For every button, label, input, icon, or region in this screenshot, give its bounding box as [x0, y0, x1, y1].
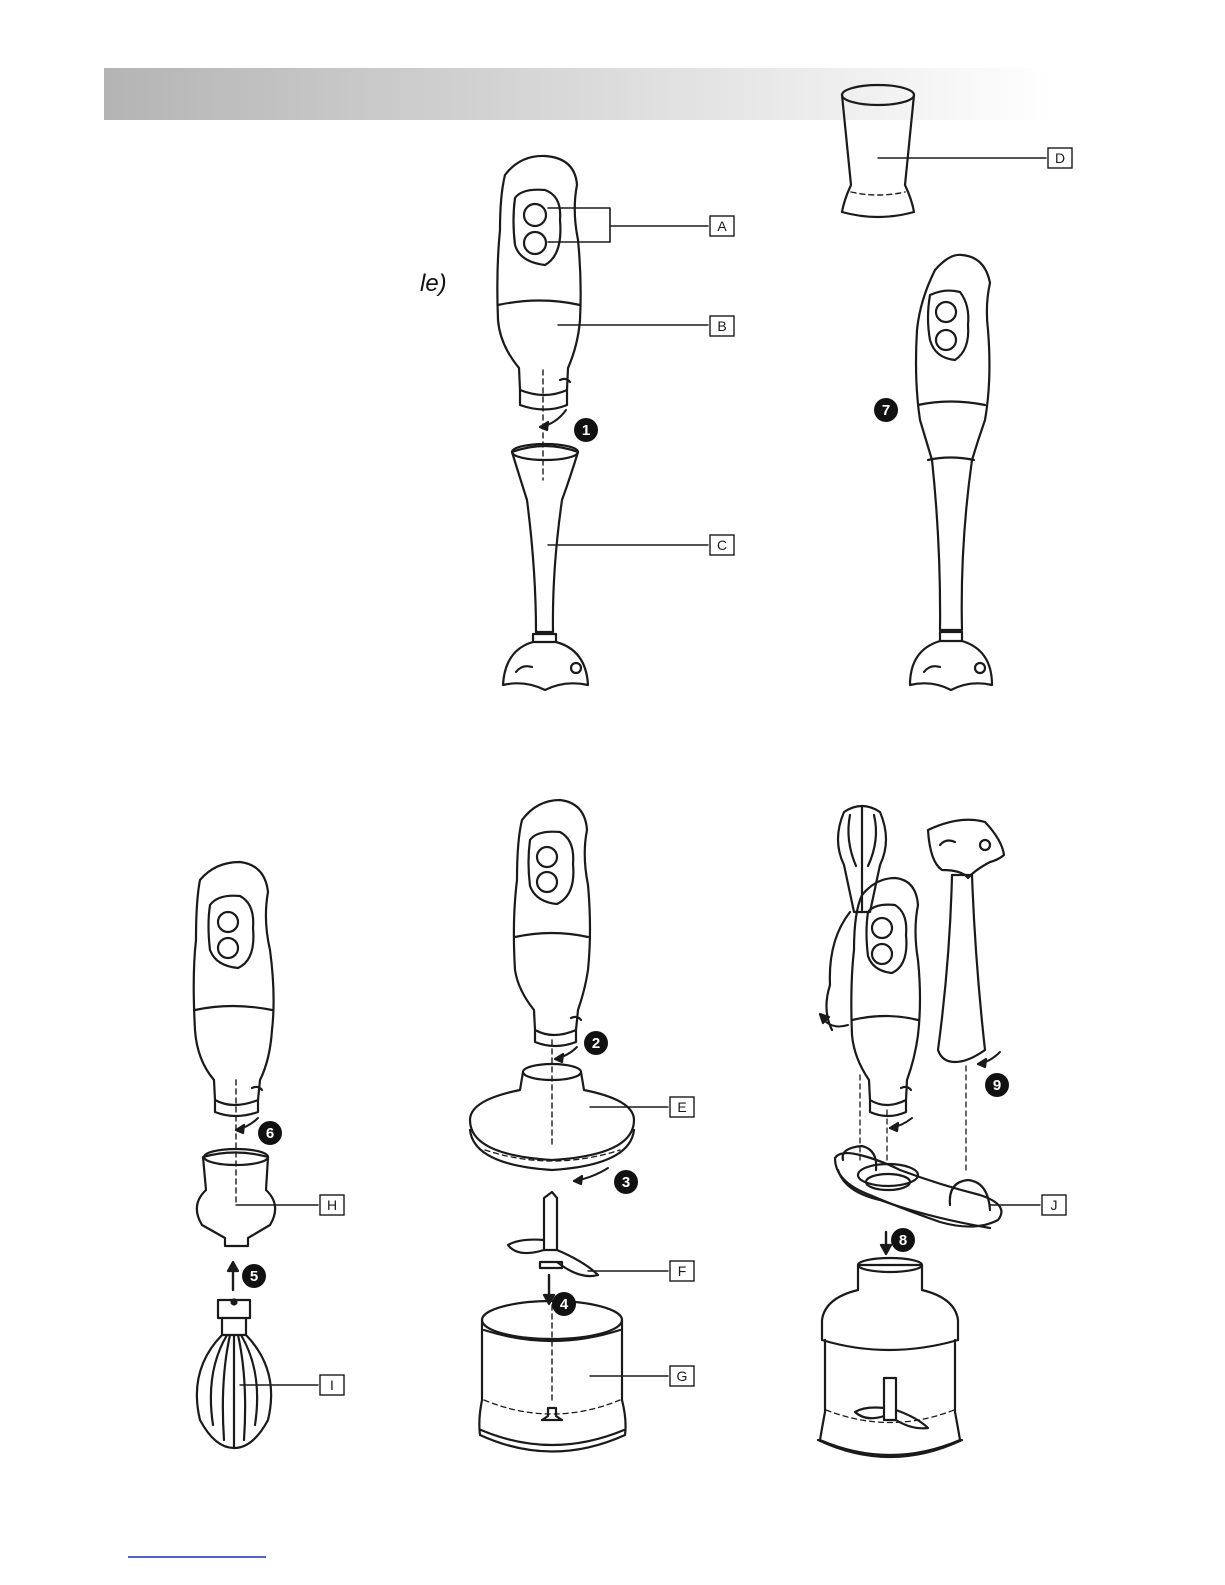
motor-unit-left	[194, 862, 274, 1116]
chopper-blade	[508, 1192, 598, 1276]
label-a: A	[717, 218, 727, 234]
step-number-1: 1	[582, 422, 590, 439]
label-h: H	[327, 1197, 337, 1213]
step-number-2: 2	[592, 1035, 600, 1052]
whisk	[197, 1300, 271, 1449]
label-f: F	[678, 1263, 687, 1279]
motor-unit-center	[514, 800, 590, 1046]
blending-shaft	[503, 444, 588, 690]
chopper-assembly-right	[818, 1258, 962, 1457]
step-number-3: 3	[622, 1174, 630, 1191]
step-number-9: 9	[993, 1077, 1001, 1094]
motor-unit-top	[497, 156, 580, 410]
motor-unit-right	[851, 878, 920, 1116]
label-d: D	[1055, 150, 1065, 166]
label-j: J	[1051, 1197, 1058, 1213]
text-fragment: le)	[420, 270, 447, 298]
stored-shaft	[928, 820, 1004, 1062]
step-number-7: 7	[882, 402, 890, 419]
label-i: I	[330, 1377, 334, 1393]
step-number-6: 6	[266, 1125, 274, 1142]
step-number-5: 5	[250, 1268, 258, 1285]
step-number-8: 8	[899, 1232, 907, 1249]
label-e: E	[677, 1099, 686, 1115]
step-number-4: 4	[560, 1296, 569, 1313]
assembled-blender	[910, 255, 992, 690]
label-b: B	[717, 318, 726, 334]
label-c: C	[717, 537, 727, 553]
footer-rule	[128, 1556, 266, 1558]
label-g: G	[677, 1368, 688, 1384]
